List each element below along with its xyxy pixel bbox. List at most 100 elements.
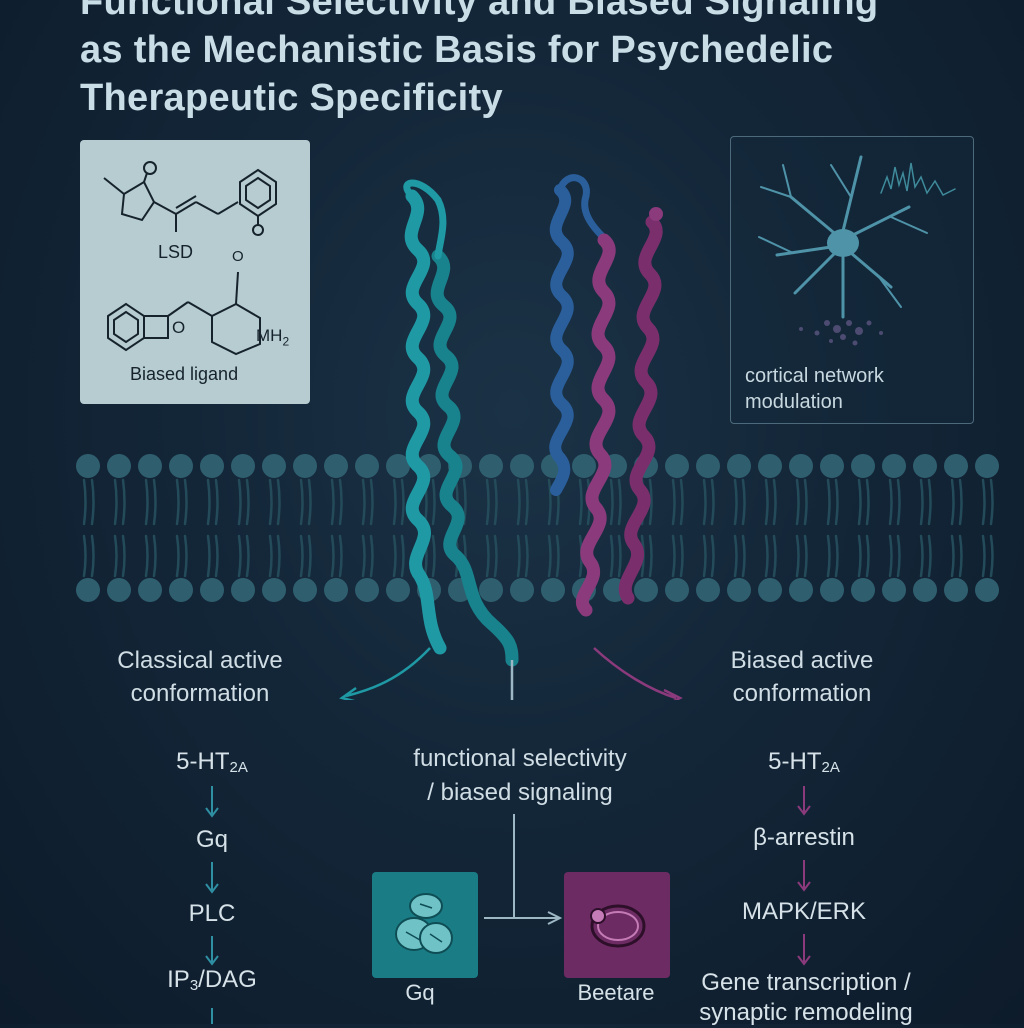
magenta-helix-right xyxy=(618,215,663,605)
lipid-tail xyxy=(121,478,126,526)
lipid-tail xyxy=(90,534,95,578)
lipid-tail xyxy=(927,534,932,578)
teal-top-loop xyxy=(403,179,447,260)
arrow-to-classical-head xyxy=(339,686,357,700)
cyclopentane-ring xyxy=(120,180,156,222)
lipid-tail xyxy=(741,534,746,578)
lipid-tail xyxy=(307,534,312,578)
lipid-tail xyxy=(764,478,769,526)
lipid-tail xyxy=(175,534,180,578)
lipid-head xyxy=(665,578,689,602)
lipid-head xyxy=(355,454,379,478)
lipid-head xyxy=(882,454,906,478)
lipid-head xyxy=(758,578,782,602)
dendrite-4 xyxy=(775,245,833,257)
lipid-tail xyxy=(431,534,436,578)
ketone-oxygen-atom xyxy=(143,161,157,175)
lipid-tail xyxy=(245,534,250,578)
title-line-1: Functional Selectivity and Biased Signal… xyxy=(80,0,879,23)
ligand-structures-panel: LSD O O MH2 Biased ligand xyxy=(80,140,310,404)
lipid-head xyxy=(169,454,193,478)
dendrite-1b xyxy=(782,164,792,198)
lipid-head xyxy=(293,578,317,602)
lipid-tail xyxy=(485,534,490,578)
lipid-head xyxy=(541,578,565,602)
lipid-head xyxy=(107,454,131,478)
lipid-tail xyxy=(361,534,366,578)
lipid-tail xyxy=(865,534,870,578)
cell-membrane xyxy=(76,454,999,602)
title-line-2: as the Mechanistic Basis for Psychedelic xyxy=(80,29,834,71)
phenyl-inner-ring xyxy=(245,176,271,210)
lipid-tail xyxy=(121,534,126,578)
lipid-head xyxy=(820,454,844,478)
page-title: Functional Selectivity and Biased Signal… xyxy=(80,0,1000,122)
neuron-soma xyxy=(827,229,859,257)
dendrite-1 xyxy=(789,195,841,239)
lipid-head xyxy=(820,578,844,602)
oxo-oxygen-label: O xyxy=(232,248,244,265)
linker-bond-2 xyxy=(187,301,213,317)
lipid-head xyxy=(293,454,317,478)
network-dots xyxy=(799,320,883,346)
lipid-head xyxy=(913,454,937,478)
lipid-head xyxy=(510,578,534,602)
lipid-head xyxy=(789,578,813,602)
arrestin-protein-box xyxy=(564,872,670,978)
lipid-tail xyxy=(245,478,250,526)
left-pathway-arrows xyxy=(205,786,219,1024)
lipid-tail xyxy=(857,478,862,526)
right-outcome-label: Gene transcription / synaptic remodeling xyxy=(699,969,913,1026)
dendrite-3a xyxy=(890,216,928,234)
right-step-arrestin: β-arrestin xyxy=(753,824,855,851)
lipid-tail xyxy=(702,534,707,578)
arrestin-protein-icon xyxy=(590,904,646,948)
lipid-tail xyxy=(989,534,994,578)
lipid-tail xyxy=(617,534,622,578)
lipid-tail xyxy=(485,478,490,526)
dendrite-2 xyxy=(841,155,863,233)
benzene-inner-ring xyxy=(113,310,139,344)
lipid-tail xyxy=(82,534,87,578)
classical-conformation-label: Classical active conformation xyxy=(117,647,283,707)
lipid-tail xyxy=(958,534,963,578)
lipid-tail xyxy=(671,478,676,526)
lipid-head xyxy=(107,578,131,602)
left-step-ip3-dag: IP3/DAG xyxy=(167,966,257,994)
lsd-label: LSD xyxy=(158,242,194,262)
lipid-head xyxy=(665,454,689,478)
lipid-tail xyxy=(733,478,738,526)
lipid-head xyxy=(851,454,875,478)
lipid-tail xyxy=(299,534,304,578)
lipid-head xyxy=(851,578,875,602)
lipid-tail xyxy=(369,478,374,526)
lipid-tail xyxy=(152,534,157,578)
lipid-tail xyxy=(981,534,986,578)
hydroxyl-oxygen-atom xyxy=(252,224,264,236)
teal-helix-left xyxy=(404,189,447,655)
blue-helix xyxy=(549,184,574,496)
arrow-to-biased xyxy=(593,647,677,700)
lipid-tail xyxy=(516,534,521,578)
lipid-head xyxy=(324,454,348,478)
lipid-head xyxy=(200,454,224,478)
lipid-head xyxy=(262,578,286,602)
lipid-tail xyxy=(578,478,583,526)
lipid-tail xyxy=(268,478,273,526)
double-bond xyxy=(175,195,197,209)
lipid-tail xyxy=(493,478,498,526)
lipid-tail xyxy=(431,478,436,526)
oxo-bond xyxy=(235,271,239,305)
lipid-tail xyxy=(276,534,281,578)
lipid-head xyxy=(138,454,162,478)
dendrite-6a xyxy=(878,276,902,308)
lipid-head xyxy=(231,578,255,602)
lipid-tail xyxy=(113,534,118,578)
gq-protein-box xyxy=(372,872,478,978)
dendrite-6 xyxy=(849,251,893,289)
lipid-tail xyxy=(795,534,800,578)
lipid-tail xyxy=(330,534,335,578)
lipid-tail xyxy=(206,478,211,526)
neuron-illustration xyxy=(758,155,956,346)
lipid-tail xyxy=(113,478,118,526)
